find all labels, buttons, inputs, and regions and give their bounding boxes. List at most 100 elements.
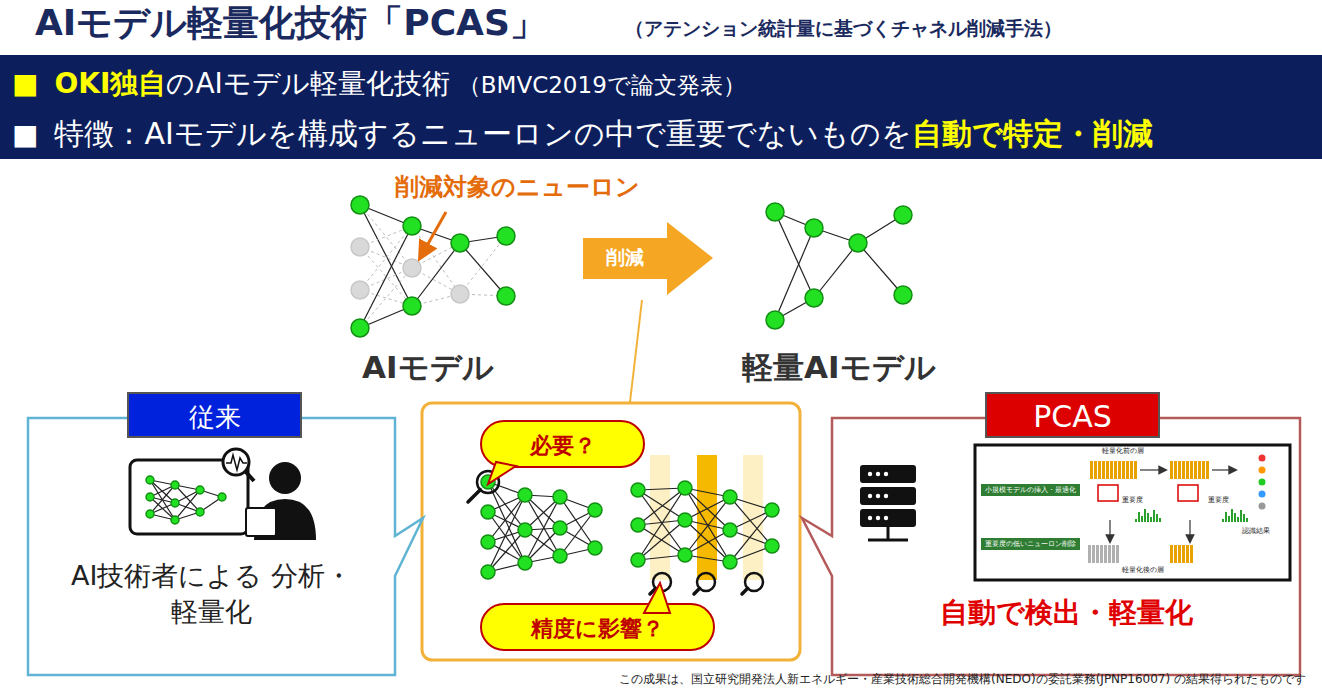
network-link — [858, 243, 903, 295]
layer-stripe — [1178, 461, 1181, 479]
server-led — [884, 516, 888, 520]
attention-module — [1098, 485, 1118, 501]
neuron — [351, 281, 369, 299]
neuron — [497, 287, 515, 305]
layer-stripe — [1098, 461, 1101, 479]
neuron — [894, 286, 912, 304]
figure-label: 重要度 — [1208, 496, 1229, 504]
model-label: 軽量AIモデル — [742, 350, 936, 386]
layer-stripe — [1190, 461, 1193, 479]
banner-node: ■OKI独自のAIモデル軽量化技術（BMVC2019で論文発表）■特徴：AIモデ… — [0, 55, 1322, 159]
layer-stripe — [1134, 461, 1137, 479]
neuron — [518, 523, 532, 537]
figure-label: 軽量化前の層 — [1102, 447, 1144, 455]
layer-stripe — [1122, 461, 1125, 479]
neuron — [723, 555, 737, 569]
layer-stripe — [1112, 545, 1115, 563]
arrow-label: 削減 — [583, 245, 667, 271]
banner-text: 特徴：AIモデルを構成するニューロンの中で重要でないものを — [54, 116, 911, 151]
neuron — [146, 493, 154, 501]
banner-text: のAIモデル軽量化技術 — [166, 67, 449, 100]
importance-bar — [1225, 512, 1227, 522]
importance-bar — [1246, 518, 1248, 522]
neuron — [588, 503, 602, 517]
layer-stripe — [1118, 461, 1121, 479]
layer-stripe — [1198, 461, 1201, 479]
figure-step: 重要度の低いニューロン削除 — [981, 538, 1080, 550]
person-head — [269, 462, 301, 494]
layer-stripe — [1108, 545, 1111, 563]
output-dot — [1259, 503, 1266, 510]
importance-bar — [1222, 519, 1224, 522]
network-link — [814, 243, 858, 298]
importance-bar — [1135, 519, 1137, 522]
magnifier-lens — [697, 573, 715, 591]
neuron — [403, 217, 421, 235]
neuron — [588, 541, 602, 555]
server-led — [884, 494, 888, 498]
subtitle: （アテンション統計量に基づくチャネル削減手法） — [625, 18, 1062, 40]
neuron — [553, 521, 567, 535]
neuron — [894, 206, 912, 224]
server-led — [876, 516, 880, 520]
layer-stripe — [1206, 461, 1209, 479]
importance-bar — [1138, 512, 1140, 522]
neuron — [481, 505, 495, 519]
neuron — [171, 499, 179, 507]
layer-stripe — [1186, 545, 1189, 563]
neuron — [481, 535, 495, 549]
layer-stripe — [1186, 461, 1189, 479]
footnote: この成果は、国立研究開発法人新エネルギー・産業技術総合開発機構(NEDO)の委託… — [619, 673, 1306, 687]
layer-stripe — [1096, 545, 1099, 563]
neuron — [196, 486, 204, 494]
output-dot — [1259, 455, 1266, 462]
magnifier-handle — [245, 471, 254, 481]
layer-stripe — [1170, 545, 1173, 563]
neuron — [766, 311, 784, 329]
layer-stripe — [1182, 545, 1185, 563]
figure-frame — [975, 445, 1290, 580]
slide-title: AIモデル軽量化技術「PCAS」 — [35, 2, 546, 43]
neuron — [678, 548, 692, 562]
layer-stripe — [1202, 461, 1205, 479]
server-icon — [860, 465, 916, 540]
figure-arrow — [1140, 469, 1166, 470]
body-text: 自動で検出・軽量化 — [842, 594, 1290, 632]
importance-bar — [1144, 509, 1146, 522]
importance-bar — [1153, 510, 1155, 522]
neuron — [351, 238, 369, 256]
layer-stripe — [1178, 545, 1181, 563]
bubble-text: 必要？ — [482, 431, 643, 461]
heading-tab: PCAS — [985, 392, 1160, 438]
layer-band — [650, 455, 670, 580]
layer-stripe — [1094, 461, 1097, 479]
layer-stripe — [1170, 461, 1173, 479]
neuron — [351, 196, 369, 214]
network-link — [685, 497, 730, 555]
server-unit — [860, 509, 916, 527]
layer-stripe — [1114, 461, 1117, 479]
importance-bar — [1147, 513, 1149, 522]
neuron — [723, 523, 737, 537]
neuron — [497, 227, 515, 245]
importance-bar — [1231, 509, 1233, 522]
bubble-node: 必要？ — [480, 420, 645, 468]
bullet: ■ — [12, 67, 38, 100]
neuron — [553, 549, 567, 563]
layer-stripe — [1104, 545, 1107, 563]
neuron — [805, 219, 823, 237]
network-link — [730, 510, 772, 562]
server-led — [868, 516, 872, 520]
neuron — [678, 481, 692, 495]
layer-stripe — [1190, 545, 1193, 563]
neuron — [631, 483, 645, 497]
network-link — [360, 268, 412, 328]
output-dot — [1259, 467, 1266, 474]
body-text: AI技術者による 分析・軽量化 — [38, 558, 385, 631]
network-link — [775, 228, 814, 320]
figure-label: 認識結果 — [1242, 527, 1270, 535]
bubble-tail-shape — [644, 583, 670, 613]
leader-line — [630, 300, 642, 402]
layer-stripe — [1110, 461, 1113, 479]
layer-stripe — [1106, 461, 1109, 479]
